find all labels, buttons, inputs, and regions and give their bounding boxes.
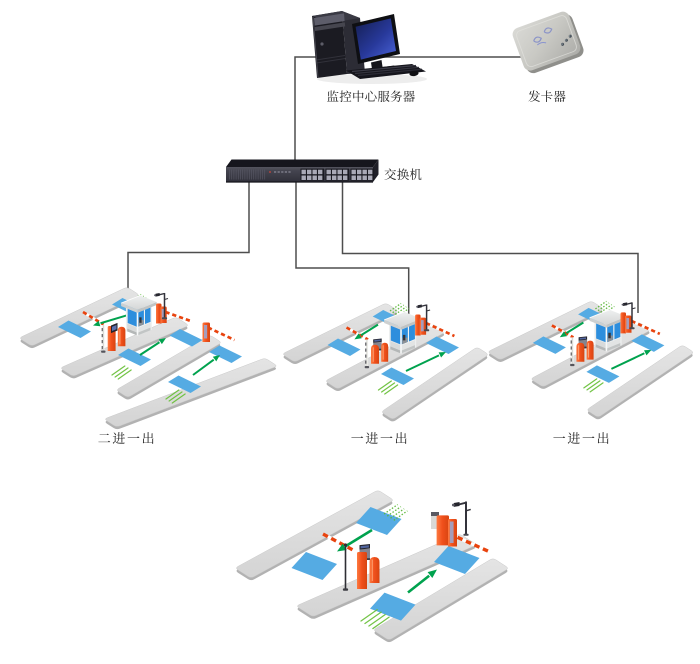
barrier-machine — [586, 340, 594, 360]
barrier-arm — [425, 321, 455, 338]
induction-loop — [58, 320, 91, 338]
toll-machine — [160, 306, 167, 323]
barrier-arm — [630, 319, 661, 336]
road-marking-lines — [165, 389, 186, 404]
toll-machine — [625, 315, 632, 333]
direction-arrow — [610, 349, 652, 370]
camera-pole — [621, 302, 636, 330]
road-marking-lines — [360, 608, 390, 630]
island — [61, 317, 188, 379]
barrier-arm — [322, 532, 354, 552]
induction-loop — [169, 329, 203, 347]
direction-arrow — [337, 528, 373, 552]
server-computer — [312, 11, 427, 84]
island — [382, 347, 488, 422]
island — [117, 335, 221, 400]
toll-machine — [415, 314, 421, 336]
direction-arrow — [192, 355, 220, 376]
induction-loop — [426, 336, 459, 354]
toll-booth — [589, 309, 627, 352]
induction-loop — [291, 552, 337, 580]
card-issuer — [512, 11, 584, 74]
barrier-post — [570, 337, 575, 367]
lane-group-middle — [283, 302, 488, 422]
signal-pole — [342, 543, 349, 591]
island — [587, 345, 693, 420]
road-marking-lines — [111, 365, 132, 380]
toll-booth — [120, 295, 157, 336]
induction-loop — [631, 334, 665, 352]
induction-loop — [381, 367, 414, 385]
induction-loop — [118, 348, 151, 366]
induction-loop — [327, 338, 361, 356]
road-marking-lines — [583, 378, 604, 393]
barrier-arm — [551, 324, 575, 339]
toll-machine — [419, 317, 427, 335]
barrier-machine — [371, 344, 379, 364]
direction-arrow — [559, 321, 584, 338]
lane-group-left — [20, 287, 277, 430]
barrier-arm — [82, 310, 105, 326]
toll-machine — [620, 312, 626, 334]
barrier-machine — [369, 557, 380, 583]
island — [374, 558, 508, 643]
lane-group-left-label: 二进一出 — [97, 428, 157, 447]
induction-loop — [356, 507, 402, 535]
induction-loop — [434, 546, 480, 574]
barrier-machine — [117, 326, 126, 347]
network-wires — [127, 56, 639, 314]
server-label: 监控中心服务器 — [326, 87, 416, 105]
direction-arrow — [354, 323, 379, 340]
barrier-machine — [576, 342, 585, 362]
lane-group-bottom — [236, 490, 508, 643]
toll-booth — [383, 311, 422, 354]
barrier-arm — [207, 326, 236, 342]
induction-loop — [209, 345, 242, 363]
induction-loop — [168, 375, 201, 393]
card-issuer-label: 发卡器 — [527, 87, 567, 105]
induction-loop — [532, 336, 566, 354]
lane-group-right — [488, 300, 693, 420]
barrier-post — [364, 339, 370, 369]
network-switch — [226, 159, 379, 183]
road-marking-lines — [377, 380, 399, 395]
barrier-machine — [381, 342, 389, 362]
lane-group-right-label: 一进一出 — [552, 428, 612, 447]
island — [236, 490, 393, 581]
barrier-arm — [345, 326, 369, 341]
induction-loop — [586, 365, 620, 383]
direction-arrow — [407, 569, 437, 594]
switch-label: 交换机 — [384, 165, 423, 183]
barrier-post — [101, 325, 106, 353]
island — [488, 301, 603, 362]
toll-machine — [448, 519, 457, 547]
induction-loop — [370, 592, 416, 621]
toll-machine — [436, 515, 449, 546]
toll-machine — [107, 326, 116, 351]
island — [283, 303, 398, 365]
direction-arrow — [405, 352, 446, 372]
toll-machine — [156, 303, 162, 324]
toll-machine — [202, 322, 210, 342]
camera-pole — [451, 501, 471, 536]
camera-pole — [154, 292, 169, 320]
camera-pole — [416, 304, 431, 332]
road-marking-dots — [383, 504, 408, 521]
barrier-arm — [165, 310, 193, 323]
direction-arrow — [139, 338, 166, 356]
lane-group-middle-label: 一进一出 — [350, 428, 410, 447]
toll-machine — [357, 552, 367, 589]
